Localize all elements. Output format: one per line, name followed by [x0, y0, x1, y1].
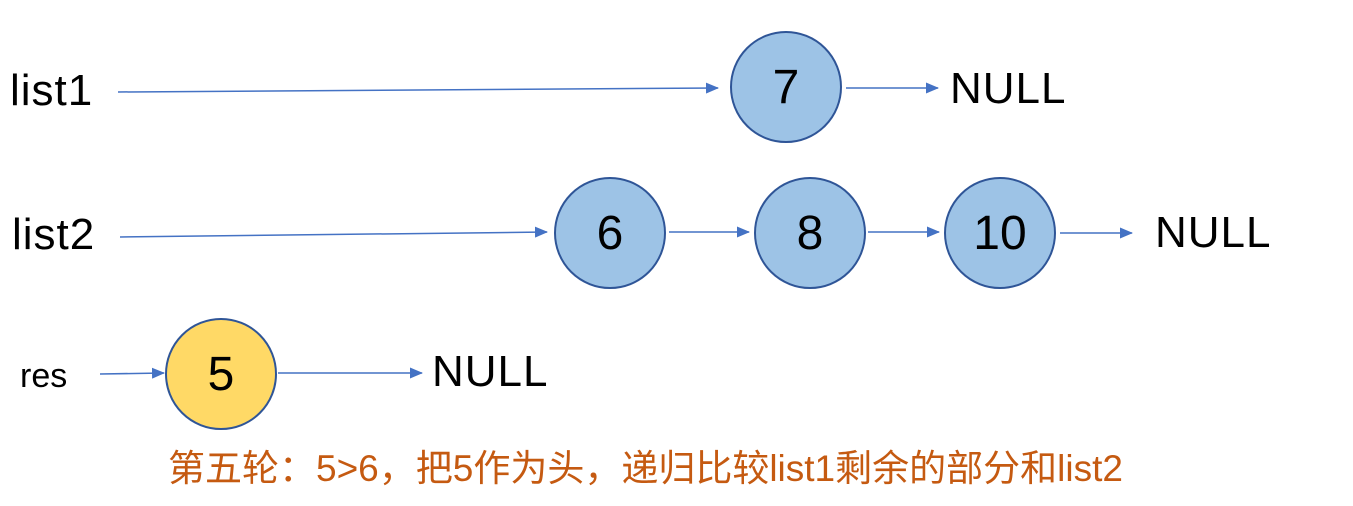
node-7-value: 7: [772, 60, 800, 114]
list1-label: list1: [10, 66, 94, 115]
list1-null-label: NULL: [950, 64, 1067, 113]
node-5: 5: [165, 318, 277, 430]
step-caption: 第五轮：5>6，把5作为头，递归比较list1剩余的部分和list2: [168, 448, 1123, 489]
res-label: res: [20, 357, 68, 395]
arrow-list2-to-node6: [119, 226, 548, 238]
arrow-res-to-node5: [99, 367, 165, 379]
arrow-list1-to-node7: [117, 82, 719, 94]
node-5-value: 5: [207, 347, 235, 401]
list2-null-label: NULL: [1155, 208, 1272, 257]
node-8: 8: [754, 177, 866, 289]
node-10: 10: [944, 177, 1056, 289]
res-null-label: NULL: [432, 347, 549, 396]
node-10-value: 10: [973, 206, 1027, 260]
node-8-value: 8: [796, 206, 824, 260]
node-6-value: 6: [596, 206, 624, 260]
list2-label: list2: [12, 210, 96, 259]
node-6: 6: [554, 177, 666, 289]
node-7: 7: [730, 31, 842, 143]
